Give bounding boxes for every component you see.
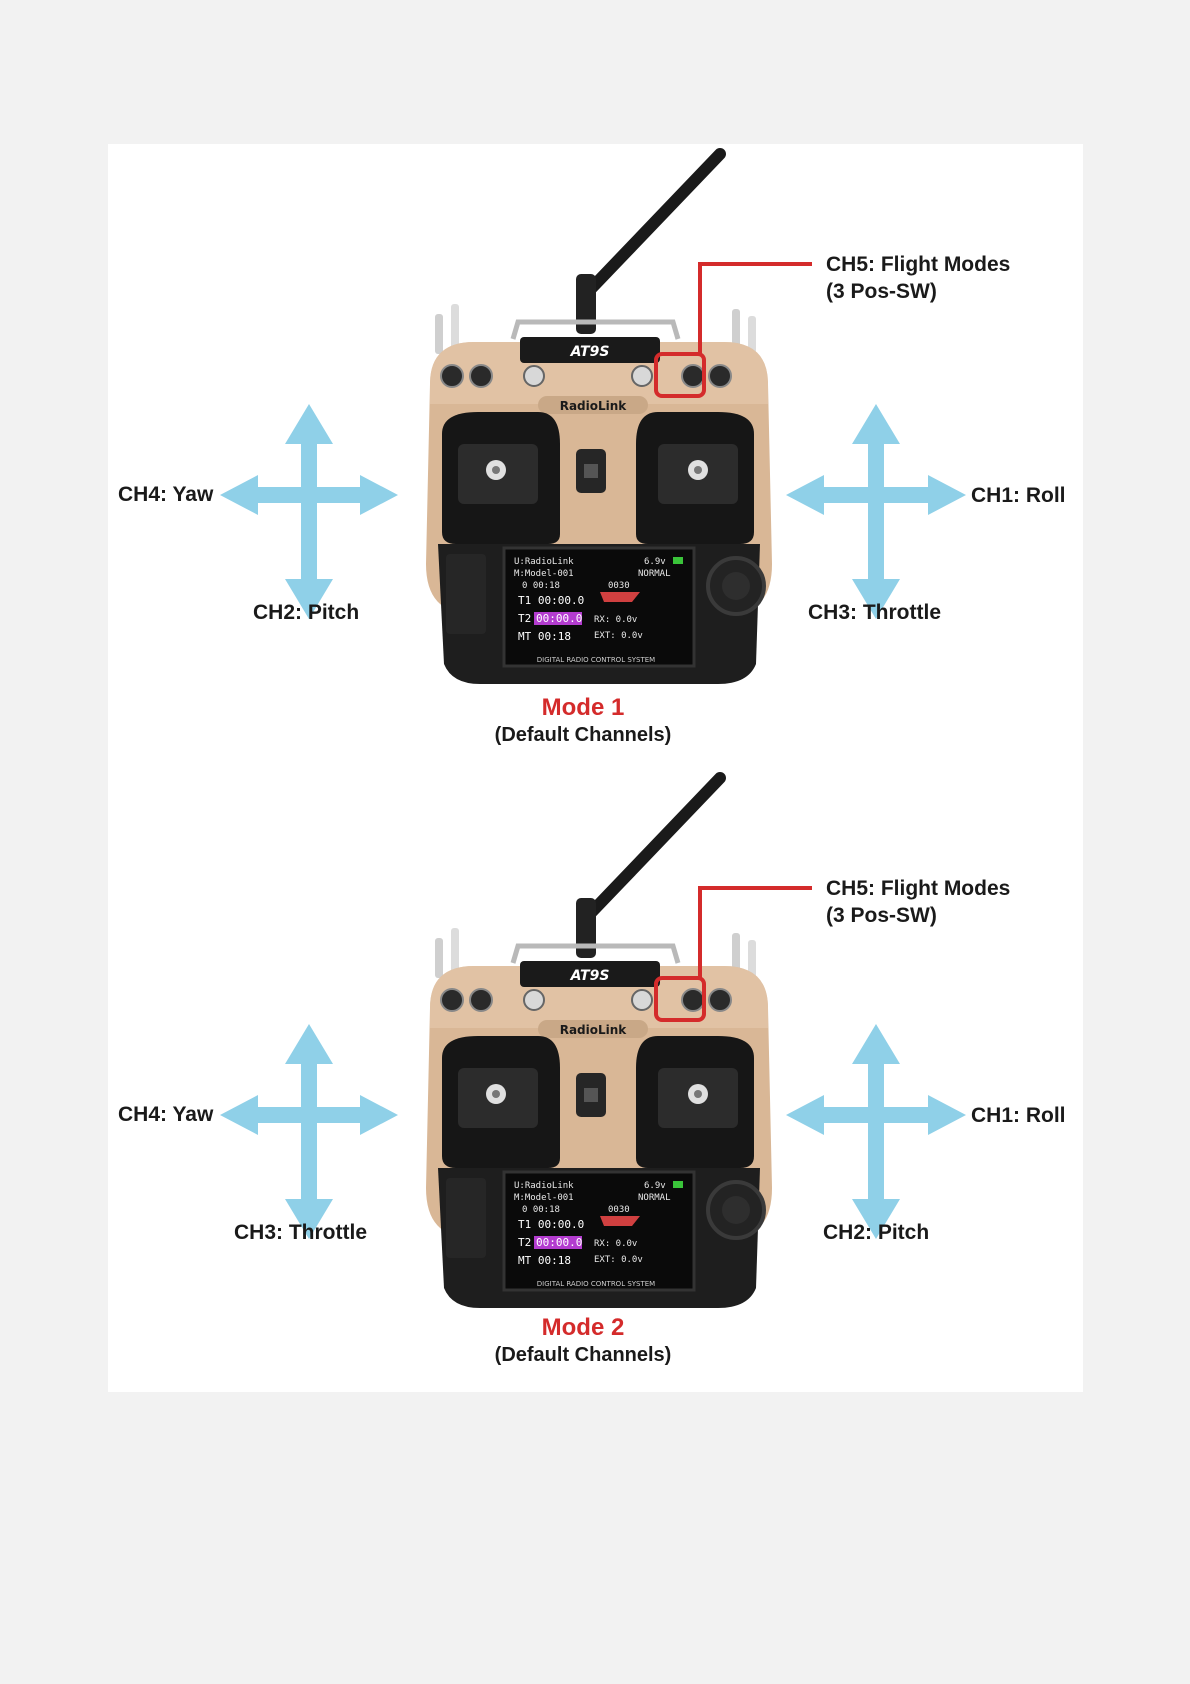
screen-mt: MT 00:18 [518, 630, 571, 643]
ch5-line-2: (3 Pos-SW) [826, 903, 937, 927]
screen-user: U:RadioLink [514, 1181, 574, 1191]
mode-1-panel: AT9S RadioLink [108, 144, 1083, 768]
screen-ext: EXT: 0.0v [594, 1255, 643, 1265]
left-stick-arrows [220, 404, 398, 619]
footer-label: DIGITAL RADIO CONTROL SYSTEM [537, 656, 655, 664]
footer-label: DIGITAL RADIO CONTROL SYSTEM [537, 1280, 655, 1288]
right-horizontal-label: CH1: Roll [971, 1104, 1066, 1127]
ch5-line-1: CH5: Flight Modes [826, 253, 1011, 276]
ch5-label: CH5: Flight Modes (3 Pos-SW) [826, 252, 1010, 306]
screen-mode: NORMAL [638, 1193, 671, 1203]
left-horizontal-label: CH4: Yaw [118, 483, 214, 506]
screen-counter: 0 00:18 [522, 581, 560, 591]
left-stick-arrows [220, 1024, 398, 1239]
right-stick-arrows [786, 1024, 966, 1239]
screen-voltage: 6.9v [644, 557, 666, 567]
screen-rx: RX: 0.0v [594, 1239, 637, 1249]
screen-mode: NORMAL [638, 569, 671, 579]
left-horizontal-label: CH4: Yaw [118, 1103, 214, 1126]
screen-code: 0030 [608, 1205, 630, 1215]
right-stick-arrows [786, 404, 966, 619]
model-label: AT9S [570, 968, 610, 984]
screen-t2: T2 [518, 612, 531, 625]
screen-counter: 0 00:18 [522, 1205, 560, 1215]
screen-model: M:Model-001 [514, 569, 574, 579]
screen-voltage: 6.9v [644, 1181, 666, 1191]
screen-ext: EXT: 0.0v [594, 631, 643, 641]
left-vertical-label: CH3: Throttle [234, 1221, 367, 1244]
right-horizontal-label: CH1: Roll [971, 484, 1066, 507]
screen-t1: T1 00:00.0 [518, 594, 584, 607]
mode-1-artwork: AT9S RadioLink [220, 148, 966, 684]
screen-t2-value: 00:00.0 [536, 612, 582, 625]
diagram-sheet: AT9S RadioLink [108, 144, 1083, 1392]
screen-rx: RX: 0.0v [594, 615, 637, 625]
model-label: AT9S [570, 344, 610, 360]
mode-title: Mode 2 [541, 1314, 625, 1341]
ch5-callout [654, 262, 812, 398]
mode-2-panel: AT9S RadioLink U:Radio [108, 768, 1083, 1392]
brand-label: RadioLink [560, 399, 628, 413]
right-vertical-label: CH3: Throttle [808, 601, 941, 624]
right-vertical-label: CH2: Pitch [823, 1221, 930, 1244]
left-vertical-label: CH2: Pitch [253, 601, 360, 624]
screen-user: U:RadioLink [514, 557, 574, 567]
ch5-line-2: (3 Pos-SW) [826, 279, 937, 303]
mode-2-artwork: AT9S RadioLink U:Radio [220, 772, 966, 1308]
transmitter: AT9S RadioLink [426, 148, 772, 684]
ch5-callout [654, 886, 812, 1022]
screen-t2-value: 00:00.0 [536, 1236, 582, 1249]
screen-mt: MT 00:18 [518, 1254, 571, 1267]
screen-t1: T1 00:00.0 [518, 1218, 584, 1231]
transmitter: AT9S RadioLink U:Radio [426, 772, 772, 1308]
ch5-line-1: CH5: Flight Modes [826, 877, 1011, 900]
mode-subtitle: (Default Channels) [494, 1344, 672, 1366]
screen-t2: T2 [518, 1236, 531, 1249]
mode-title: Mode 1 [541, 694, 625, 721]
screen-code: 0030 [608, 581, 630, 591]
brand-label: RadioLink [560, 1023, 628, 1037]
ch5-label: CH5: Flight Modes (3 Pos-SW) [826, 876, 1010, 930]
mode-subtitle: (Default Channels) [494, 724, 672, 746]
screen-model: M:Model-001 [514, 1193, 574, 1203]
